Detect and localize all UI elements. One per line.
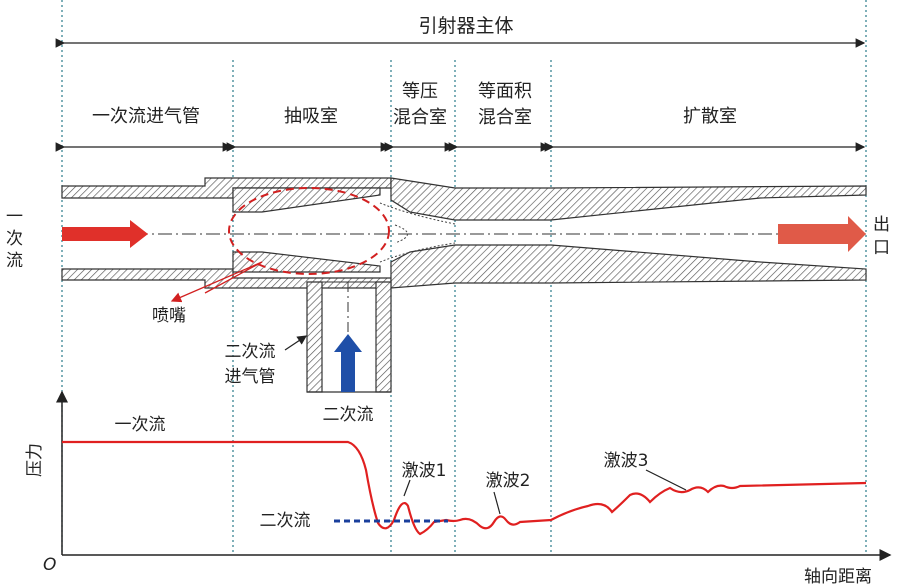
shock-leader-2 xyxy=(493,491,501,515)
nozzle-leader-2 xyxy=(204,261,263,294)
shock-leader-1 xyxy=(403,479,411,497)
curve-label-secondary: 二次流 xyxy=(260,511,311,531)
jet-plume xyxy=(379,202,456,263)
shock-label-1: 激波1 xyxy=(402,461,447,481)
shock-leader-3 xyxy=(645,469,687,491)
secondary-flow-bottom-label: 二次流 xyxy=(323,405,374,425)
primary-flow-label-char-3: 流 xyxy=(6,251,23,271)
section-label-const-pressure-2: 混合室 xyxy=(393,107,447,128)
section-label-const-area-2: 混合室 xyxy=(478,107,532,128)
nozzle-label: 喷嘴 xyxy=(152,306,186,326)
shock-label-3: 激波3 xyxy=(604,451,649,471)
secondary-inlet-label-line1: 二次流 xyxy=(225,342,276,362)
origin-label: O xyxy=(43,555,56,575)
section-label-const-area-1: 等面积 xyxy=(478,81,532,102)
section-label-diffuser: 扩散室 xyxy=(683,106,737,127)
section-label-suction-chamber: 抽吸室 xyxy=(284,106,338,127)
secondary-pipe-right-wall xyxy=(375,281,392,393)
ejector-walls xyxy=(61,177,867,393)
nozzle-lower-wall xyxy=(232,251,381,273)
shock-label-2: 激波2 xyxy=(486,471,531,491)
secondary-inlet-label-line2: 进气管 xyxy=(225,367,276,387)
outlet-label-char-1: 出 xyxy=(873,215,890,235)
lower-mixing-wall xyxy=(390,244,867,289)
outlet-label-char-2: 口 xyxy=(873,238,890,258)
nozzle-leader-1 xyxy=(170,261,263,303)
outlet-flow-arrow xyxy=(778,216,866,252)
nozzle-highlight-ellipse xyxy=(228,187,390,275)
pressure-curve xyxy=(62,440,867,536)
curve-label-primary: 一次流 xyxy=(115,415,166,435)
secondary-pipe-left-wall xyxy=(306,281,323,393)
section-label-primary-inlet: 一次流进气管 xyxy=(92,106,200,127)
primary-flow-label-char-1: 一 xyxy=(6,207,23,227)
secondary-inlet-leader xyxy=(284,335,307,351)
primary-flow-label-char-2: 次 xyxy=(6,229,23,249)
axial-distance-label: 轴向距离 xyxy=(804,567,872,585)
secondary-flow-arrow xyxy=(334,334,362,392)
pressure-axis-label: 压力 xyxy=(25,443,45,477)
section-label-const-pressure-1: 等压 xyxy=(402,81,438,102)
primary-flow-arrow xyxy=(62,220,148,248)
upper-mixing-wall xyxy=(390,177,867,221)
body-title: 引射器主体 xyxy=(418,15,513,37)
dimension-arrows xyxy=(55,38,866,152)
nozzle-upper-wall xyxy=(232,187,381,213)
